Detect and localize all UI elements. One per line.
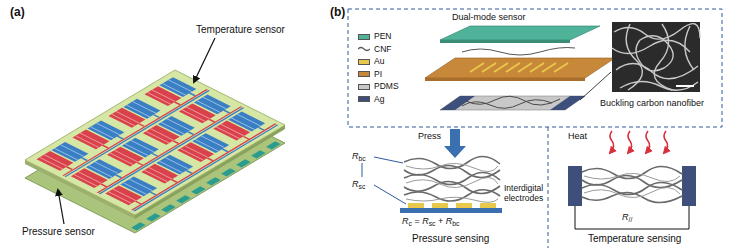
legend-text: PEN xyxy=(374,32,391,41)
legend-entry: Au xyxy=(358,57,384,66)
section-title: Pressure sensing xyxy=(412,233,489,245)
panel-label: (a) xyxy=(10,6,25,20)
part-label: Pressure sensor xyxy=(22,226,95,238)
part-label: Temperature sensor xyxy=(196,24,285,36)
panel-label: (b) xyxy=(330,6,345,20)
action-label: Heat xyxy=(568,131,587,141)
legend-text: Ag xyxy=(374,95,384,104)
part-label: Interdigital electrodes xyxy=(504,184,547,204)
resistance-symbol: R// xyxy=(622,212,632,222)
resistance-symbol: Rbc xyxy=(352,151,366,161)
legend-swatch xyxy=(358,96,370,102)
legend-swatch xyxy=(358,84,370,90)
equation: Rc = Rsc + Rbc xyxy=(402,216,459,226)
legend-text: PI xyxy=(374,70,382,79)
section-title: Temperature sensing xyxy=(588,233,681,245)
image-caption: Buckling carbon nanofiber xyxy=(600,98,704,108)
resistance-symbol: Rsc xyxy=(352,179,365,189)
legend-line-sample xyxy=(358,46,370,52)
legend-entry: PI xyxy=(358,70,382,79)
part-label: Dual-mode sensor xyxy=(452,12,526,22)
legend-text: PDMS xyxy=(374,82,399,91)
legend-swatch xyxy=(358,34,370,40)
legend-swatch xyxy=(358,59,370,65)
legend-entry: Ag xyxy=(358,95,384,104)
action-label: Press xyxy=(418,131,441,141)
legend-swatch xyxy=(358,71,370,77)
legend-entry: PDMS xyxy=(358,82,399,91)
legend-text: Au xyxy=(374,57,384,66)
legend-entry: CNF xyxy=(358,45,391,54)
legend-text: CNF xyxy=(374,45,391,54)
legend-entry: PEN xyxy=(358,32,391,41)
